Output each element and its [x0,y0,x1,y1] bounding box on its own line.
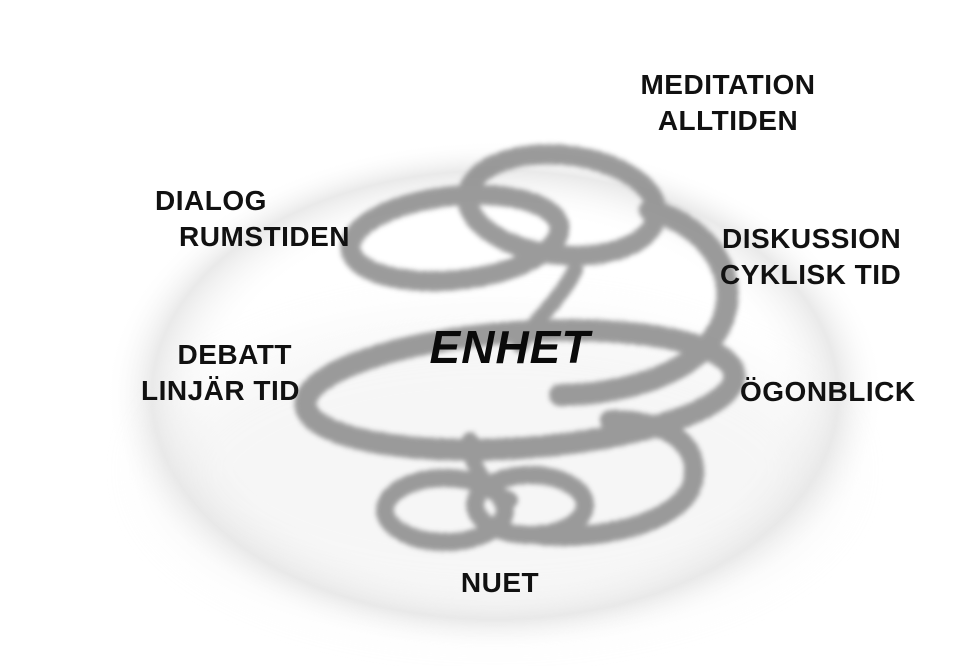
label-meditation: MEDITATION ALLTIDEN [618,67,838,139]
label-meditation-line1: MEDITATION [618,67,838,103]
label-dialog-line1: DIALOG [100,183,350,219]
label-nuet-line1: NUET [420,565,580,601]
label-diskussion-line2: CYKLISK TID [720,257,960,293]
label-meditation-line2: ALLTIDEN [618,103,838,139]
label-ogonblick-line1: ÖGONBLICK [740,374,960,410]
label-diskussion-line1: DISKUSSION [720,221,960,257]
label-debatt-line1: DEBATT [80,337,300,373]
label-ogonblick: ÖGONBLICK [740,374,960,410]
label-dialog: DIALOG RUMSTIDEN [100,183,350,255]
label-diskussion: DISKUSSION CYKLISK TID [720,221,960,293]
label-nuet: NUET [420,565,580,601]
label-dialog-line2: RUMSTIDEN [100,219,350,255]
label-debatt-line2: LINJÄR TID [80,373,300,409]
label-debatt: DEBATT LINJÄR TID [80,337,300,409]
center-title: ENHET [410,318,610,376]
